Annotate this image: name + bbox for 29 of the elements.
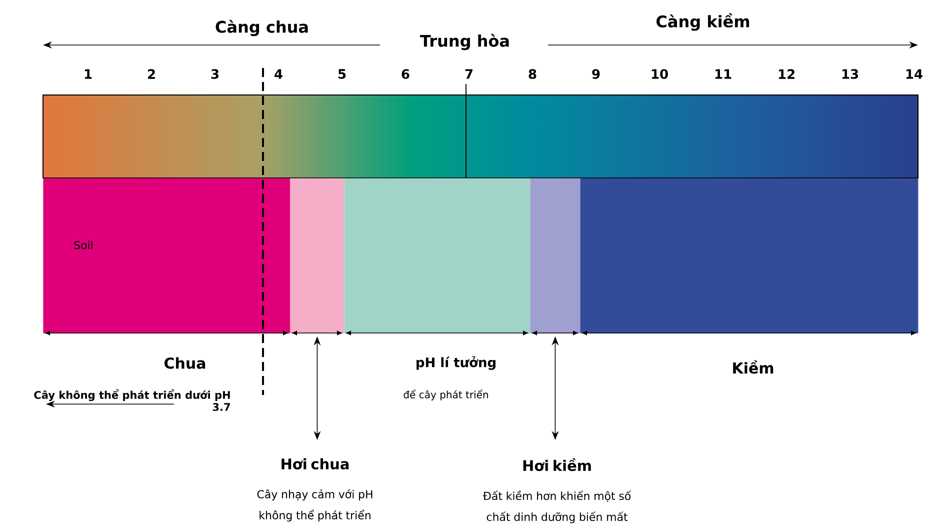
color-band [344,178,530,334]
scale-number: 7 [465,69,472,79]
scale-number: 11 [715,69,732,79]
annotation-text: Hơi chua Cây nhạy cảm với pH không thể phát triển [257,458,372,522]
scale-number: 1 [84,69,92,79]
heading-label: Trung hòa [419,32,512,52]
scale-number: 8 [528,69,536,79]
annotation-text: Hơi kiềm Đất kiềm hơn khiến một số chất dinh dưỡng biến mất [482,458,631,524]
scale-number: 3 [211,69,218,79]
color-band [580,178,918,334]
region-label: Kiềm [733,360,774,374]
color-band [290,178,344,334]
heading-label: Càng chua [216,20,308,36]
heading-label: Càng kiềm [656,13,750,31]
color-band [530,178,580,334]
scale-number: 6 [402,69,410,79]
scale-number: 5 [338,69,346,79]
color-band: Soil [43,178,290,334]
region-label: pH lí tưởng [416,356,496,370]
scale-number: 9 [592,69,600,79]
scale-number: 10 [652,69,668,79]
region-label: Chua [164,357,206,369]
scale-number: 2 [148,69,155,79]
scale-number: 13 [842,69,858,79]
region-note: để cây phát triển [404,390,488,400]
annotation-text: Cây không thể phát triển dưới pH 3.7 [34,389,230,411]
scale-number: 4 [274,69,282,79]
scale-number: 14 [906,69,922,79]
scale-number: 12 [778,69,794,79]
